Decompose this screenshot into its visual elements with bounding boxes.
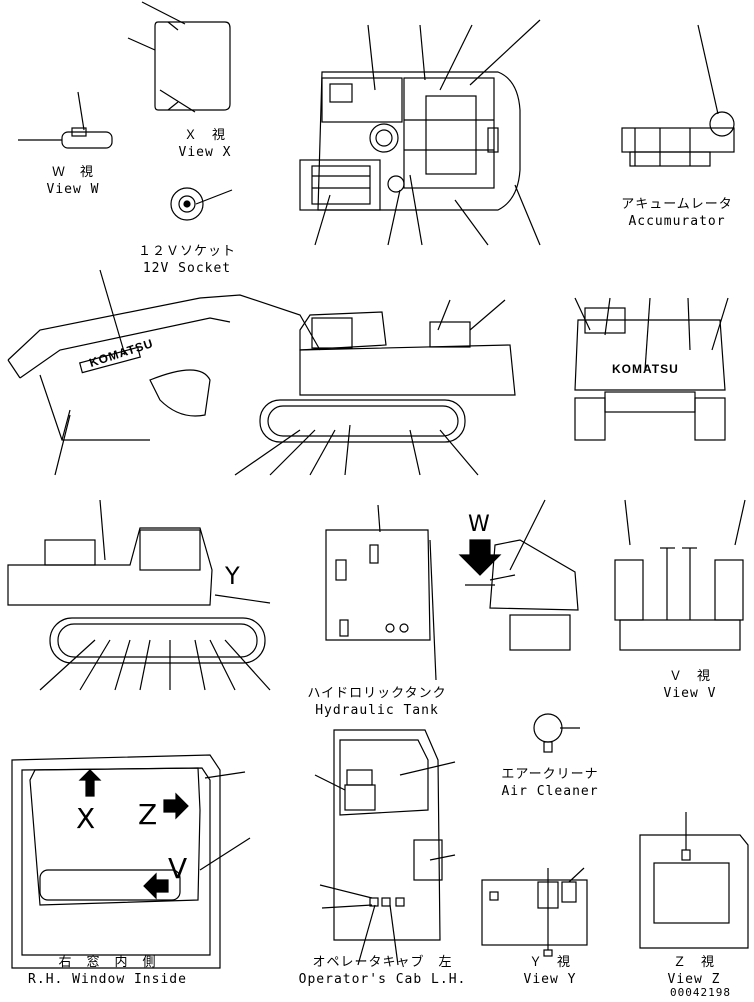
view-z-window: [639, 812, 749, 949]
view-v-console: [614, 499, 746, 651]
marker-z: Z: [138, 798, 158, 831]
marker-w: W: [468, 512, 490, 537]
view-w-part: [18, 91, 113, 149]
excavator-rear-view: [574, 297, 729, 441]
socket-12v-part: [170, 187, 233, 221]
hydraulic-tank-part: [325, 504, 437, 681]
reference-number: 00042198: [670, 986, 731, 999]
marker-y: Y: [225, 562, 240, 590]
accumulator-part: [621, 24, 735, 167]
rh-window-inside: [11, 754, 251, 969]
marker-x: X: [76, 802, 96, 835]
view-y-decal: [481, 867, 588, 957]
brand-logo-rear: KOMATSU: [612, 362, 679, 376]
excavator-side-rh: [7, 499, 271, 691]
machine-top-view: [299, 19, 541, 246]
air-cleaner-part: [533, 713, 580, 753]
view-x-decal: [127, 1, 231, 113]
view-w-console: [458, 499, 579, 651]
operator-cab-lh: [314, 729, 456, 966]
excavator-side-lh: [7, 269, 516, 476]
marker-v: V: [168, 852, 188, 885]
